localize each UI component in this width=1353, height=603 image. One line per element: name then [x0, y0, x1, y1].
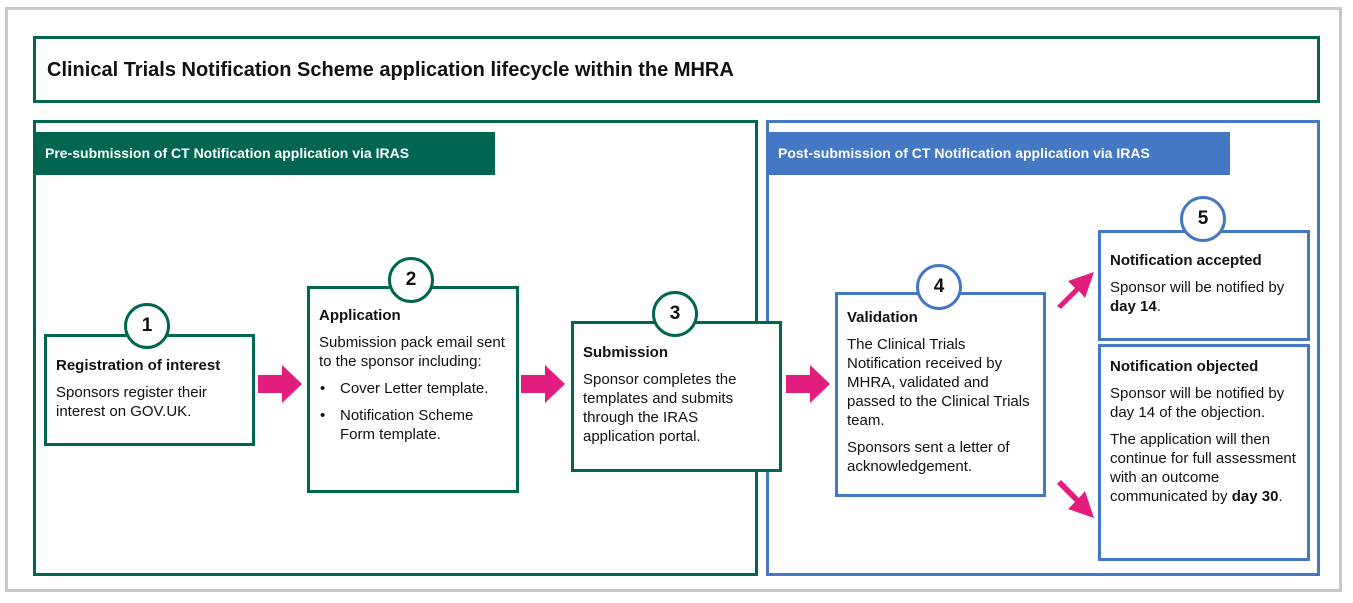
step-2-heading: Application	[319, 307, 401, 324]
title-box: Clinical Trials Notification Scheme appl…	[33, 36, 1320, 103]
step-3-badge: 3	[652, 291, 698, 337]
step-2-bullets: •Cover Letter template. •Notification Sc…	[319, 379, 507, 444]
accepted-heading: Notification accepted	[1110, 252, 1262, 269]
arrow-right-icon	[258, 365, 302, 403]
arrow-up-right-icon	[1057, 272, 1094, 309]
step-3-body: Sponsor completes the templates and subm…	[583, 371, 737, 445]
step-3-card: Submission Sponsor completes the templat…	[571, 321, 782, 472]
notification-accepted-card: Notification accepted Sponsor will be no…	[1098, 230, 1310, 341]
objected-assessment: The application will then continue for f…	[1110, 431, 1296, 505]
step-1-card: Registration of interest Sponsors regist…	[44, 334, 255, 446]
step-3-heading: Submission	[583, 344, 669, 361]
arrow-right-icon	[521, 365, 565, 403]
notification-objected-card: Notification objected Sponsor will be no…	[1098, 344, 1310, 561]
objected-deadline: day 30	[1231, 488, 1279, 505]
arrow-right-icon	[786, 365, 830, 403]
validation-heading: Validation	[847, 309, 918, 326]
arrow-down-right-icon	[1057, 480, 1094, 518]
objected-body: Sponsor will be notified by day 14 of th…	[1110, 385, 1285, 421]
validation-acknowledgement: Sponsors sent a letter of acknowledgemen…	[847, 439, 1010, 475]
step-1-heading: Registration of interest	[56, 357, 221, 374]
step-2-badge: 2	[388, 257, 434, 303]
diagram-frame	[5, 7, 1342, 592]
pre-submission-header: Pre-submission of CT Notification applic…	[36, 132, 495, 175]
accepted-body: Sponsor will be notified by day 14.	[1110, 279, 1285, 315]
diagram-title: Clinical Trials Notification Scheme appl…	[47, 59, 734, 81]
step-1-badge: 1	[124, 303, 170, 349]
objected-heading: Notification objected	[1110, 358, 1259, 375]
accepted-deadline: day 14	[1110, 298, 1157, 315]
step-2-body: Submission pack email sent to the sponso…	[319, 334, 505, 370]
post-submission-header: Post-submission of CT Notification appli…	[769, 132, 1230, 175]
bullet-item: •Notification Scheme Form template.	[320, 407, 474, 443]
step-5-badge: 5	[1180, 196, 1226, 242]
bullet-item: •Cover Letter template.	[320, 380, 489, 397]
step-4-badge: 4	[916, 264, 962, 310]
step-4-validation-card: Validation The Clinical Trials Notificat…	[835, 292, 1046, 497]
step-2-card: Application Submission pack email sent t…	[307, 286, 519, 493]
step-1-body: Sponsors register their interest on GOV.…	[56, 384, 207, 420]
pre-submission-panel: Pre-submission of CT Notification applic…	[33, 120, 758, 576]
validation-body: The Clinical Trials Notification receive…	[847, 336, 1030, 429]
